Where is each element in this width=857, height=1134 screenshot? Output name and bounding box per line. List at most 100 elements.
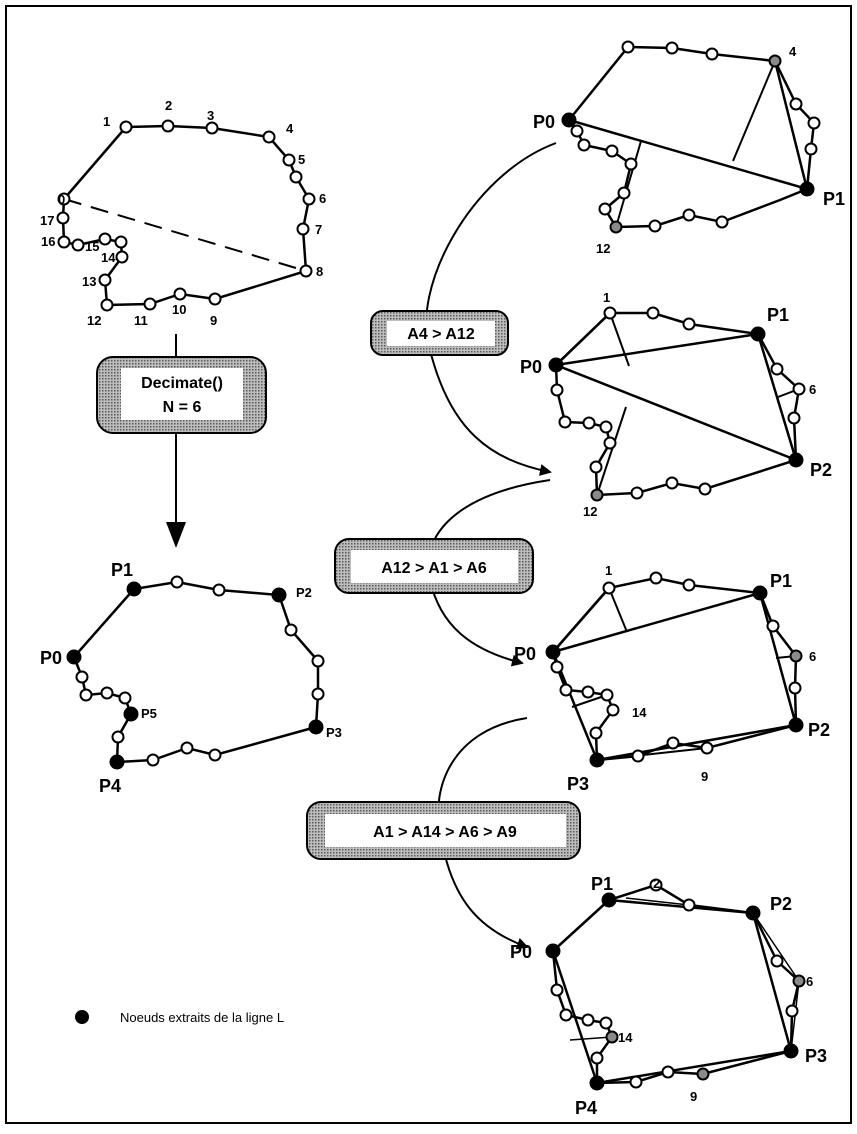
- orig-node-12: [143, 297, 157, 311]
- s2-node-10: [665, 476, 679, 490]
- s4-node-17: [559, 1008, 573, 1022]
- compare-box-1: A4 > A12: [370, 310, 509, 356]
- res-label-p2: P2: [296, 585, 312, 600]
- step3-line: [551, 576, 798, 762]
- res-label-p4: P4: [99, 776, 121, 796]
- res-node-7: [311, 687, 325, 701]
- node-label-12: 12: [87, 313, 101, 328]
- s4-node-14: [605, 1030, 619, 1044]
- orig-node-8: [296, 222, 310, 236]
- result-line: [72, 580, 320, 764]
- s2-node-2: [646, 306, 660, 320]
- legend-text: Noeuds extraits de la ligne L: [120, 1010, 284, 1025]
- node-label-15: 15: [85, 239, 99, 254]
- s2-node-4: [750, 326, 766, 342]
- s1-node-11: [648, 219, 662, 233]
- s1-node-13: [598, 202, 612, 216]
- res-node-2: [170, 575, 184, 589]
- s1-node-8: [799, 181, 815, 197]
- s1-label-p0: P0: [533, 112, 555, 132]
- orig-node-10: [208, 292, 222, 306]
- s4-node-9: [696, 1067, 710, 1081]
- node-label-4: 4: [286, 121, 294, 136]
- s3-node-15: [600, 688, 614, 702]
- res-node-0: [66, 649, 82, 665]
- s2-node-18: [550, 383, 564, 397]
- s1-label-p1: P1: [823, 189, 845, 209]
- s2-node-0: [548, 357, 564, 373]
- s3-label-1: 1: [605, 563, 612, 578]
- s4-label-9: 9: [690, 1089, 697, 1104]
- s3-node-6: [789, 649, 803, 663]
- decimate-line2: N = 6: [163, 399, 202, 416]
- node-label-14: 14: [101, 250, 116, 265]
- step4-labels: P0 P1 P2 P3 P4 2 6 14 9: [510, 874, 827, 1118]
- s3-node-8: [788, 717, 804, 733]
- res-node-17: [79, 688, 93, 702]
- s1-node-18: [570, 124, 584, 138]
- s3-label-p0: P0: [514, 644, 536, 664]
- res-node-18: [75, 670, 89, 684]
- s3-node-0: [545, 644, 561, 660]
- s1-label-4: 4: [789, 44, 797, 59]
- step1-labels: P0 P1 4 12: [533, 44, 845, 256]
- s2-node-1: [603, 306, 617, 320]
- legend-black-dot-icon: [75, 1010, 89, 1024]
- node-label-10: 10: [172, 302, 186, 317]
- res-label-p1: P1: [111, 560, 133, 580]
- s2-label-p1: P1: [767, 305, 789, 325]
- s1-label-12: 12: [596, 241, 610, 256]
- step2-nodes: [548, 306, 806, 502]
- res-node-5: [284, 623, 298, 637]
- s2-node-3: [682, 317, 696, 331]
- s4-node-13: [590, 1051, 604, 1065]
- s4-node-7: [785, 1004, 799, 1018]
- s4-label-p1: P1: [591, 874, 613, 894]
- decimate-line1: Decimate(): [141, 375, 223, 392]
- s2-node-15: [599, 420, 613, 434]
- node-label-17: 17: [40, 213, 54, 228]
- step1-line: [567, 45, 816, 229]
- orig-node-0: [57, 192, 71, 206]
- s3-node-5: [766, 619, 780, 633]
- node-label-16: 16: [41, 234, 55, 249]
- res-node-1: [126, 581, 142, 597]
- node-label-3: 3: [207, 108, 214, 123]
- s4-node-5: [770, 954, 784, 968]
- result-nodes: [66, 575, 325, 770]
- s3-node-13: [589, 726, 603, 740]
- s3-label-p2: P2: [808, 720, 830, 740]
- result-labels: P0 P1 P2 P3 P4 P5: [40, 560, 342, 796]
- s1-node-3: [705, 47, 719, 61]
- s3-label-9: 9: [701, 769, 708, 784]
- s2-node-6: [792, 382, 806, 396]
- node-label-6: 6: [319, 191, 326, 206]
- arrow-step1-to-step2: [425, 142, 557, 476]
- s4-label-p3: P3: [805, 1046, 827, 1066]
- orig-node-15: [115, 250, 129, 264]
- s2-label-6: 6: [809, 382, 816, 397]
- res-node-14: [123, 706, 139, 722]
- s3-node-18: [550, 660, 564, 674]
- compare-box-3-text: A1 > A14 > A6 > A9: [373, 824, 517, 841]
- s4-node-11: [629, 1075, 643, 1089]
- s1-node-17: [577, 138, 591, 152]
- s2-label-p0: P0: [520, 357, 542, 377]
- s4-node-16: [581, 1013, 595, 1027]
- node-label-2: 2: [165, 98, 172, 113]
- s3-node-11: [631, 749, 645, 763]
- s3-node-10: [666, 736, 680, 750]
- s2-node-13: [589, 460, 603, 474]
- node-label-13: 13: [82, 274, 96, 289]
- s3-node-17: [559, 683, 573, 697]
- s3-node-1: [602, 581, 616, 595]
- s4-node-15: [599, 1016, 613, 1030]
- s2-node-5: [770, 362, 784, 376]
- legend: Noeuds extraits de la ligne L: [75, 1010, 284, 1025]
- res-node-13: [111, 730, 125, 744]
- orig-node-3: [205, 121, 219, 135]
- node-label-1: 1: [103, 114, 110, 129]
- s3-label-p3: P3: [567, 774, 589, 794]
- s4-label-p2: P2: [770, 894, 792, 914]
